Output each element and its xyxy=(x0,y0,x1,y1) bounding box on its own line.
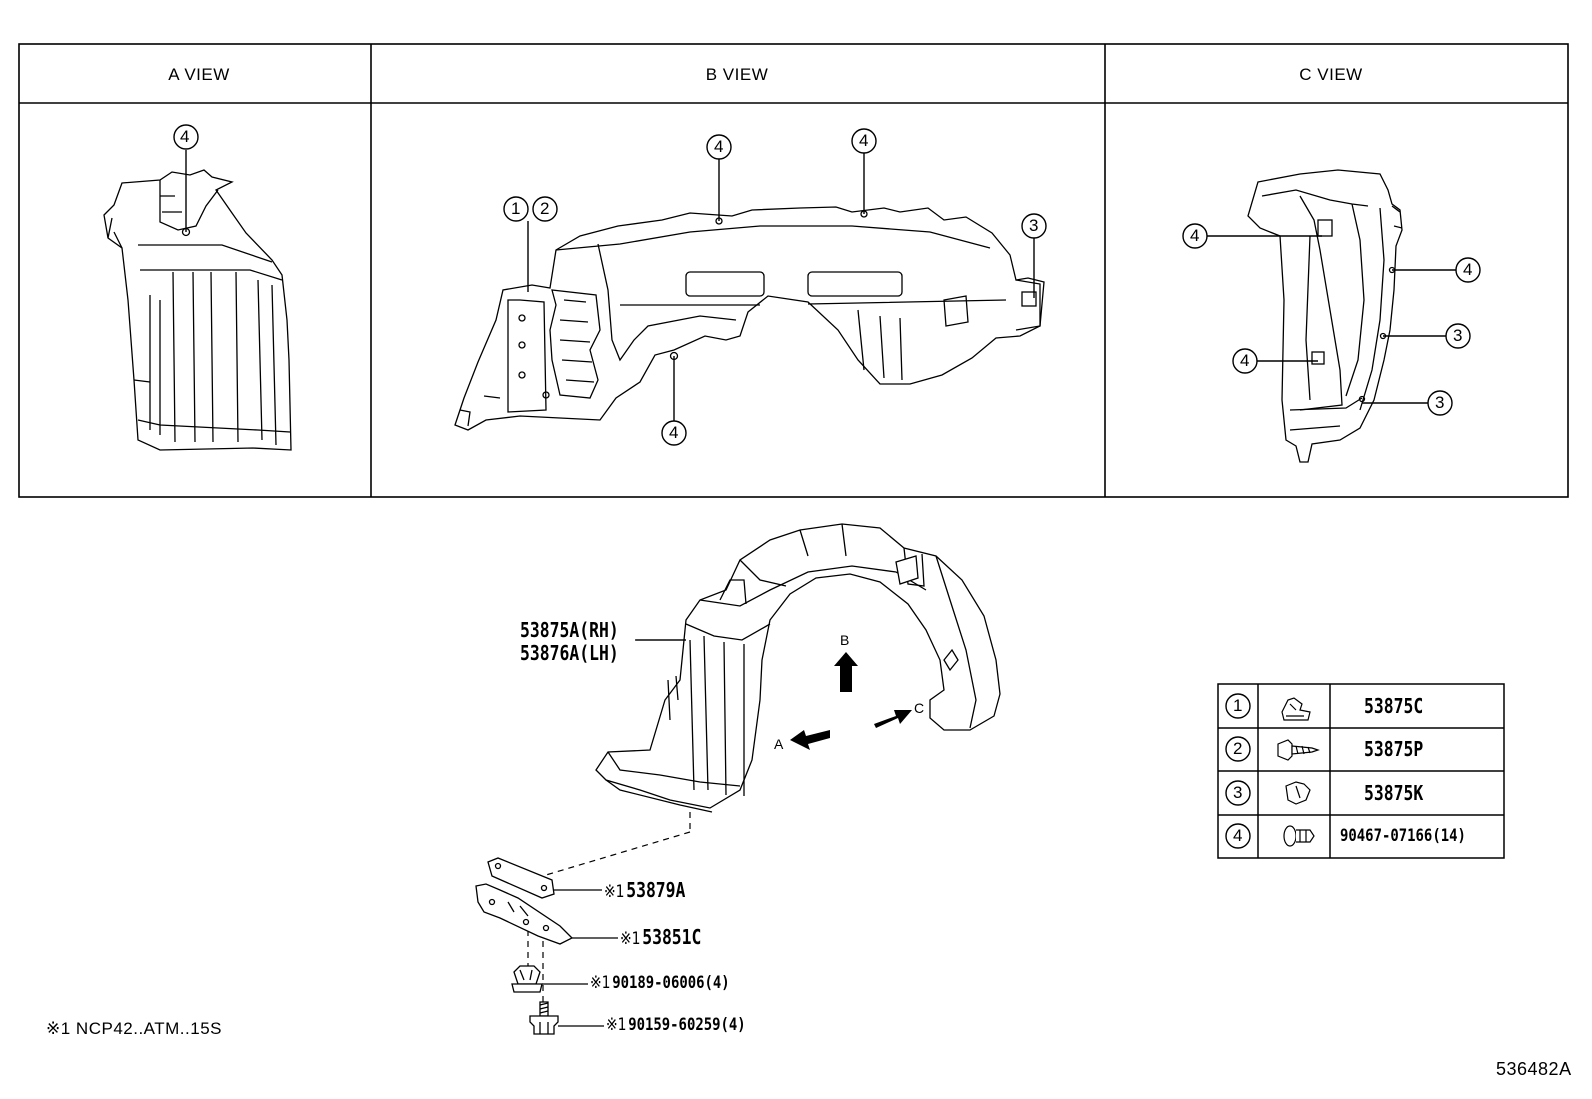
sub-part-mark: ※1 xyxy=(604,882,625,902)
clip-90189 xyxy=(511,965,543,993)
c-view-title: C VIEW xyxy=(1299,65,1363,84)
legend-table xyxy=(1217,683,1505,859)
callout-b-4c-label: 4 xyxy=(669,423,679,442)
legend-part-3: 53875K xyxy=(1364,781,1424,805)
callout-c-4b xyxy=(1455,257,1481,283)
b-view-drawing xyxy=(454,206,1045,431)
legend-key-2: 2 xyxy=(1233,739,1243,758)
direction-label-b: B xyxy=(840,632,850,648)
callout-b-4b-label: 4 xyxy=(859,131,869,150)
legend-part-1: 53875C xyxy=(1364,694,1424,718)
callout-c-4b-label: 4 xyxy=(1463,260,1473,279)
sub-part-53879a: ※153879A xyxy=(604,880,685,901)
callout-b-1-label: 1 xyxy=(511,199,521,218)
legend-part-4: 90467-07166(14) xyxy=(1340,826,1466,846)
legend-key-1: 1 xyxy=(1233,696,1243,715)
sub-part-number: 53851C xyxy=(642,925,702,949)
callout-b-4a xyxy=(706,134,732,160)
callout-c-3a-label: 3 xyxy=(1453,326,1463,345)
c-view-drawing xyxy=(1247,169,1403,463)
bracket-53879a xyxy=(487,857,555,899)
legend-part-2: 53875P xyxy=(1364,737,1424,761)
callout-b-2-label: 2 xyxy=(540,199,550,218)
callout-b-4b xyxy=(851,128,877,154)
a-view-title: A VIEW xyxy=(168,65,230,84)
sub-part-53851c: ※153851C xyxy=(620,927,701,948)
legend-key-4: 4 xyxy=(1233,826,1243,845)
part-number-rh: 53875A(RH) xyxy=(520,618,619,642)
callout-c-4a-label: 4 xyxy=(1190,226,1200,245)
direction-label-c: C xyxy=(914,700,925,716)
callout-b-3-label: 3 xyxy=(1029,216,1039,235)
views-frame xyxy=(18,43,1569,498)
sub-part-90159: ※190159-60259(4) xyxy=(606,1017,746,1034)
rivet-clip-icon xyxy=(1283,825,1315,847)
screw-icon xyxy=(1277,739,1320,761)
assembly-dashes xyxy=(527,812,691,1005)
callout-c-4c-label: 4 xyxy=(1240,351,1250,370)
sub-part-mark: ※1 xyxy=(590,973,611,993)
sub-part-90189: ※190189-06006(4) xyxy=(590,975,730,992)
callout-b-4a-label: 4 xyxy=(714,137,724,156)
sub-part-number: 90189-06006(4) xyxy=(612,973,730,993)
callout-c-4a xyxy=(1182,223,1208,249)
view-callouts xyxy=(173,124,1481,446)
b-view-title: B VIEW xyxy=(705,65,769,84)
callout-c-3b-label: 3 xyxy=(1435,393,1445,412)
callout-c-3a xyxy=(1445,323,1471,349)
arrow-b xyxy=(834,652,858,692)
direction-label-a: A xyxy=(774,736,784,752)
callout-b-3 xyxy=(1021,213,1047,239)
arrow-a xyxy=(790,730,830,750)
bolt-90159 xyxy=(529,1001,559,1035)
direction-arrows xyxy=(790,652,912,750)
callout-b-2 xyxy=(532,196,558,222)
callout-c-3b xyxy=(1427,390,1453,416)
legend-key-3: 3 xyxy=(1233,783,1243,802)
a-view-drawing xyxy=(103,169,292,451)
callout-c-4c xyxy=(1232,348,1258,374)
legend-key-circles xyxy=(1225,693,1251,849)
sub-part-number: 90159-60259(4) xyxy=(628,1015,746,1035)
callout-b-4c xyxy=(661,420,687,446)
clip-nut-icon xyxy=(1281,697,1311,721)
footnote: ※1 NCP42..ATM..15S xyxy=(46,1019,222,1038)
part-number-lh: 53876A(LH) xyxy=(520,641,619,665)
push-clip-icon xyxy=(1285,781,1311,805)
sub-part-mark: ※1 xyxy=(620,929,641,949)
callout-b-1 xyxy=(503,196,529,222)
bracket-53851c xyxy=(475,883,574,945)
callout-a-4 xyxy=(173,124,199,150)
sub-part-number: 53879A xyxy=(626,878,686,902)
reference-code: 536482A xyxy=(1496,1059,1572,1079)
callout-a-4-label: 4 xyxy=(180,127,190,146)
fender-liner-drawing xyxy=(595,523,1001,813)
arrow-c xyxy=(874,710,912,728)
sub-part-mark: ※1 xyxy=(606,1015,627,1035)
